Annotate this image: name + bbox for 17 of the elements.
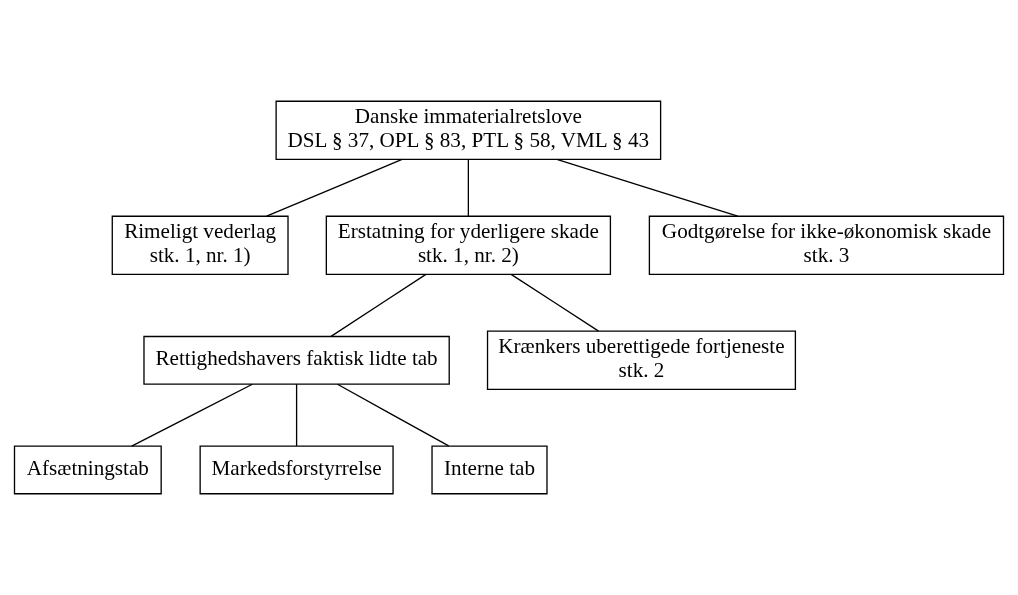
connector [131, 383, 253, 447]
node-box: Interne tab [431, 445, 548, 495]
connector [336, 383, 450, 447]
connector [510, 273, 600, 332]
connector [265, 158, 403, 217]
connector [295, 383, 298, 447]
node-box: Afsætningstab [13, 445, 162, 495]
connector [556, 158, 739, 217]
node-box: Danske immaterialretslove DSL § 37, OPL § 83, PTL § 58, VML § 43 [275, 100, 662, 161]
node-box: Rimeligt vederlag stk. 1, nr. 1) [111, 215, 289, 276]
node-box: Godtgørelse for ikke-økonomisk skade stk. 3 [648, 215, 1005, 276]
node-box: Markedsforstyrrelse [199, 445, 394, 495]
node-box: Erstatning for yderligere skade stk. 1, nr. 2) [325, 215, 612, 276]
node-box: Rettighedshavers faktisk lidte tab [143, 335, 450, 385]
node-box: Krænkers uberettigede fortjeneste stk. 2 [486, 330, 797, 390]
connector [467, 158, 470, 217]
connector [330, 273, 427, 338]
